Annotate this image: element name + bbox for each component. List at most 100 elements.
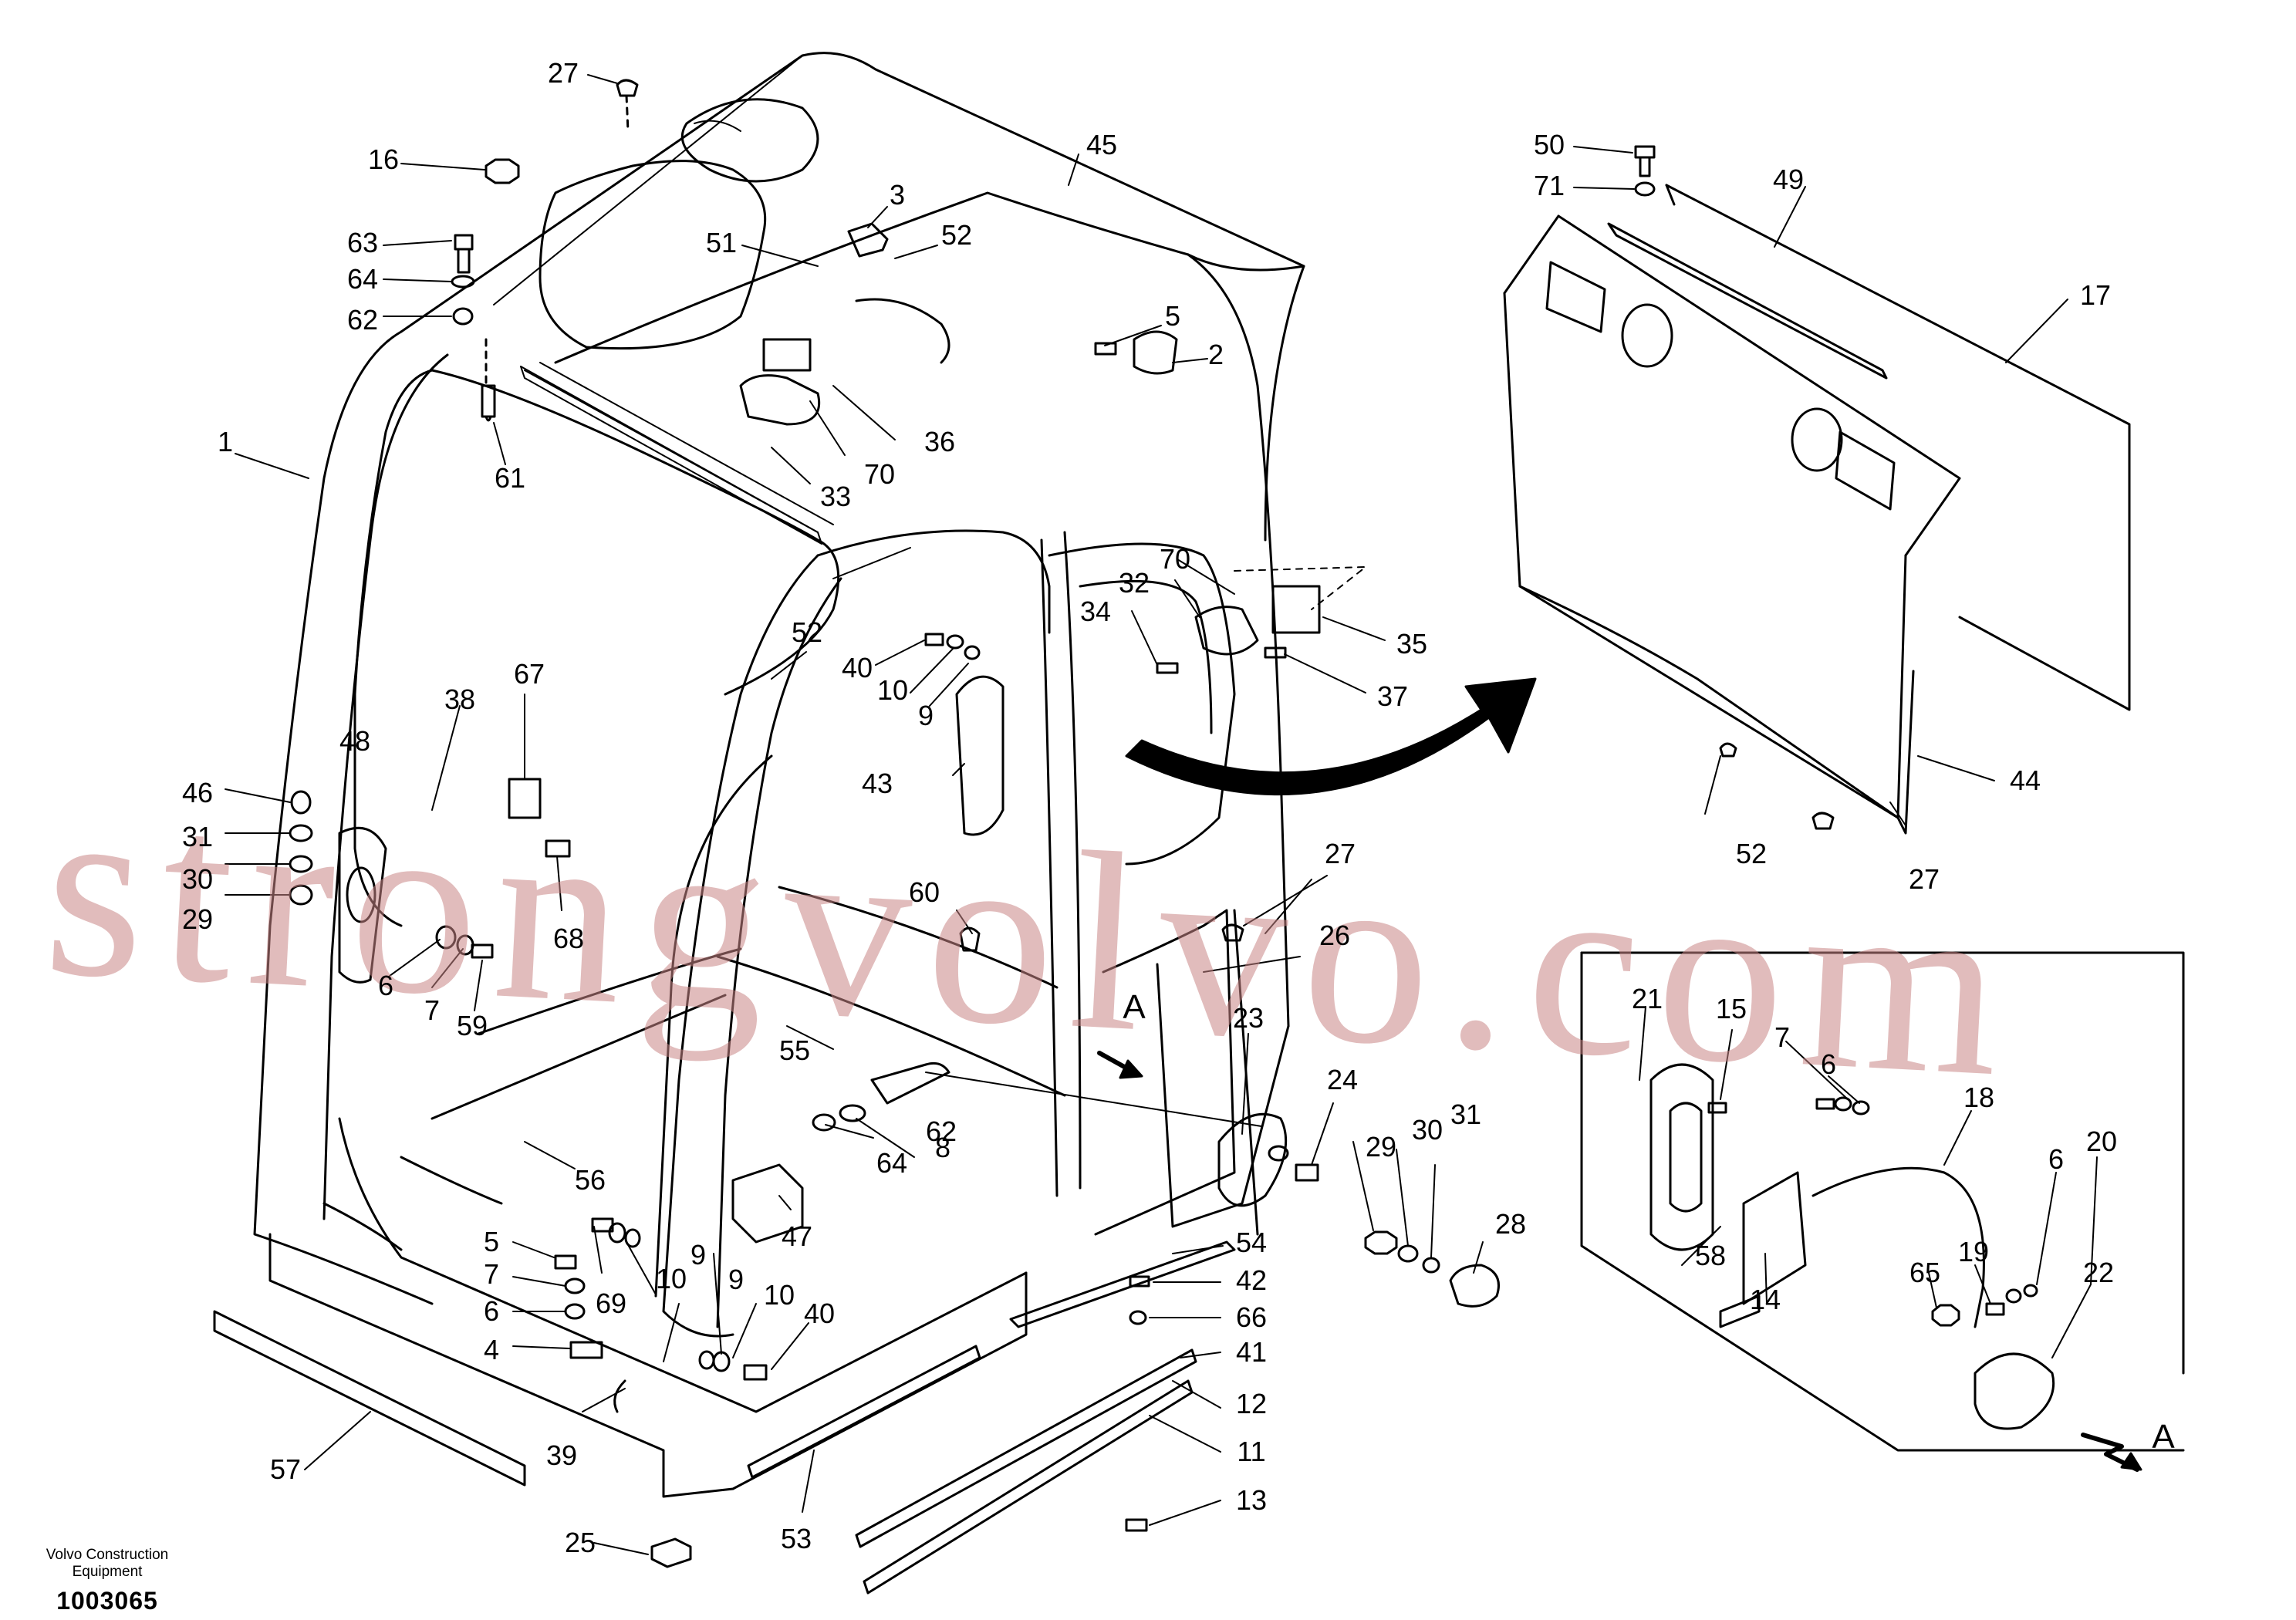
callout-50: 50 <box>1533 129 1565 160</box>
rear-panel <box>1503 145 2131 835</box>
callout-71: 71 <box>1533 170 1565 201</box>
callout-63: 63 <box>346 227 379 258</box>
callout-40: 40 <box>841 652 873 683</box>
callout-65: 65 <box>1909 1257 1941 1288</box>
callout-43: 43 <box>861 768 893 799</box>
callout-10b: 10 <box>655 1263 687 1294</box>
callout-27c: 27 <box>1908 863 1940 895</box>
callout-62b: 62 <box>925 1115 957 1147</box>
callout-3: 3 <box>889 179 906 211</box>
footer: Volvo Construction Equipment 1003065 <box>26 1547 188 1615</box>
callout-61: 61 <box>494 462 526 494</box>
callout-52b: 52 <box>791 616 823 648</box>
callout-39: 39 <box>545 1439 578 1471</box>
callout-18: 18 <box>1963 1082 1995 1113</box>
cab-frame <box>253 52 1305 1498</box>
callout-26: 26 <box>1319 920 1351 951</box>
view-arrow-a <box>1097 1051 1143 1079</box>
callout-66: 66 <box>1235 1301 1268 1333</box>
callout-70: 70 <box>863 458 896 490</box>
callout-52: 52 <box>940 219 973 251</box>
callout-5: 5 <box>1164 300 1181 332</box>
callout-51: 51 <box>705 227 738 258</box>
callout-56: 56 <box>574 1164 606 1196</box>
callout-67: 67 <box>513 658 545 690</box>
callout-55: 55 <box>778 1034 811 1066</box>
callout-23: 23 <box>1232 1002 1264 1034</box>
callout-13: 13 <box>1235 1484 1268 1516</box>
transfer-arrow <box>1125 677 1537 796</box>
company-name-line1: Volvo Construction <box>46 1547 169 1563</box>
leader-lines <box>225 74 2098 1555</box>
callout-53: 53 <box>780 1523 812 1554</box>
callout-45: 45 <box>1086 129 1118 160</box>
callout-19: 19 <box>1957 1236 1990 1267</box>
callout-32: 32 <box>1118 567 1150 599</box>
callout-38: 38 <box>444 683 476 715</box>
callout-33: 33 <box>819 481 852 512</box>
callout-20: 20 <box>2085 1126 2118 1157</box>
detail-a-box <box>1580 951 2185 1472</box>
company-name-line2: Equipment <box>72 1564 143 1580</box>
callout-52c: 52 <box>1735 838 1768 869</box>
callout-31b: 31 <box>1450 1099 1482 1130</box>
callout-6d: 6 <box>2048 1143 2065 1175</box>
callout-28: 28 <box>1494 1208 1527 1240</box>
callout-17: 17 <box>2079 279 2112 311</box>
callout-7: 7 <box>424 994 441 1026</box>
callout-42: 42 <box>1235 1264 1268 1296</box>
callout-68: 68 <box>552 923 585 954</box>
callout-44: 44 <box>2009 764 2041 796</box>
callout-27b: 27 <box>1324 838 1356 869</box>
callout-30: 30 <box>181 863 214 895</box>
callout-9c: 9 <box>728 1264 745 1295</box>
detail-label-a: A <box>2152 1418 2175 1456</box>
callout-69: 69 <box>595 1288 627 1319</box>
callout-22: 22 <box>2082 1257 2115 1288</box>
callout-48: 48 <box>339 725 371 757</box>
callout-57: 57 <box>269 1453 302 1485</box>
callout-64: 64 <box>346 263 379 295</box>
callout-12: 12 <box>1235 1388 1268 1419</box>
callout-8: 8 <box>934 1132 951 1163</box>
callout-7b: 7 <box>483 1258 500 1290</box>
callout-30b: 30 <box>1411 1114 1443 1146</box>
callout-59: 59 <box>456 1010 488 1041</box>
drawing-number: 1003065 <box>56 1587 158 1615</box>
callout-11: 11 <box>1237 1436 1266 1467</box>
callout-29b: 29 <box>1365 1131 1397 1163</box>
callout-9b: 9 <box>690 1239 707 1271</box>
view-label-a: A <box>1123 988 1146 1026</box>
callout-7c: 7 <box>1774 1021 1791 1053</box>
callout-24: 24 <box>1326 1064 1359 1095</box>
callout-47: 47 <box>781 1220 813 1252</box>
callout-35: 35 <box>1396 628 1428 660</box>
callout-36: 36 <box>923 426 956 457</box>
callout-54: 54 <box>1235 1227 1268 1258</box>
callout-70b: 70 <box>1159 543 1191 575</box>
callout-6b: 6 <box>483 1295 500 1327</box>
callout-15: 15 <box>1715 993 1747 1024</box>
callout-25: 25 <box>564 1527 596 1558</box>
callout-64b: 64 <box>876 1147 908 1179</box>
callout-58: 58 <box>1694 1240 1727 1271</box>
callout-21: 21 <box>1631 983 1663 1014</box>
callout-31: 31 <box>181 821 214 852</box>
callout-62: 62 <box>346 304 379 336</box>
callout-14: 14 <box>1749 1284 1781 1315</box>
callout-40b: 40 <box>803 1298 836 1329</box>
callout-5b: 5 <box>483 1226 500 1257</box>
small-parts <box>213 79 1500 1595</box>
callout-29: 29 <box>181 903 214 935</box>
callout-6c: 6 <box>1820 1048 1837 1080</box>
callout-1: 1 <box>217 426 234 457</box>
callout-4: 4 <box>483 1334 500 1365</box>
callout-60: 60 <box>908 876 940 908</box>
callout-46: 46 <box>181 777 214 808</box>
callout-10: 10 <box>876 674 909 706</box>
callout-37: 37 <box>1376 680 1409 712</box>
callout-6: 6 <box>377 970 394 1001</box>
callout-41: 41 <box>1235 1336 1268 1368</box>
callout-49: 49 <box>1772 164 1805 195</box>
